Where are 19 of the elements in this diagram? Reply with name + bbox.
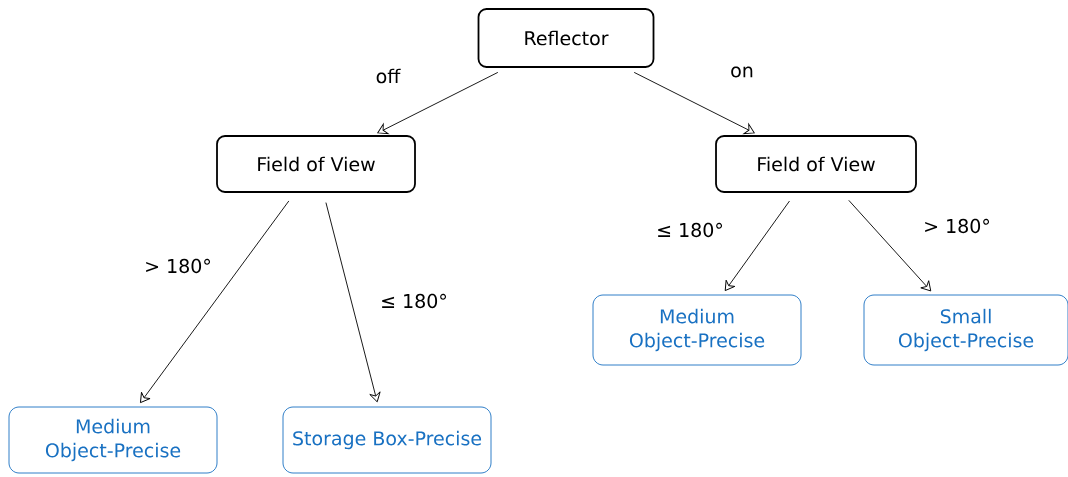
edge-label: ≤ 180° (379, 292, 449, 310)
decision-box: Reflector (477, 8, 655, 68)
edge-label: off (374, 67, 402, 85)
arrow (848, 199, 932, 292)
edge-label: > 180° (143, 257, 213, 275)
arrow (633, 71, 755, 135)
decision-box: Field of View (715, 135, 917, 193)
result-box: Medium Object-Precise (592, 294, 802, 366)
arrow (724, 200, 790, 292)
decision-box: Field of View (216, 135, 416, 193)
arrow (377, 71, 499, 135)
result-box: Small Object-Precise (863, 294, 1068, 366)
edge-label: ≤ 180° (655, 221, 725, 239)
edge-label: > 180° (922, 217, 992, 235)
arrow (140, 200, 290, 404)
arrow (325, 202, 381, 403)
result-box: Medium Object-Precise (8, 406, 218, 474)
result-box: Storage Box-Precise (282, 406, 492, 474)
edge-label: on (729, 65, 755, 79)
